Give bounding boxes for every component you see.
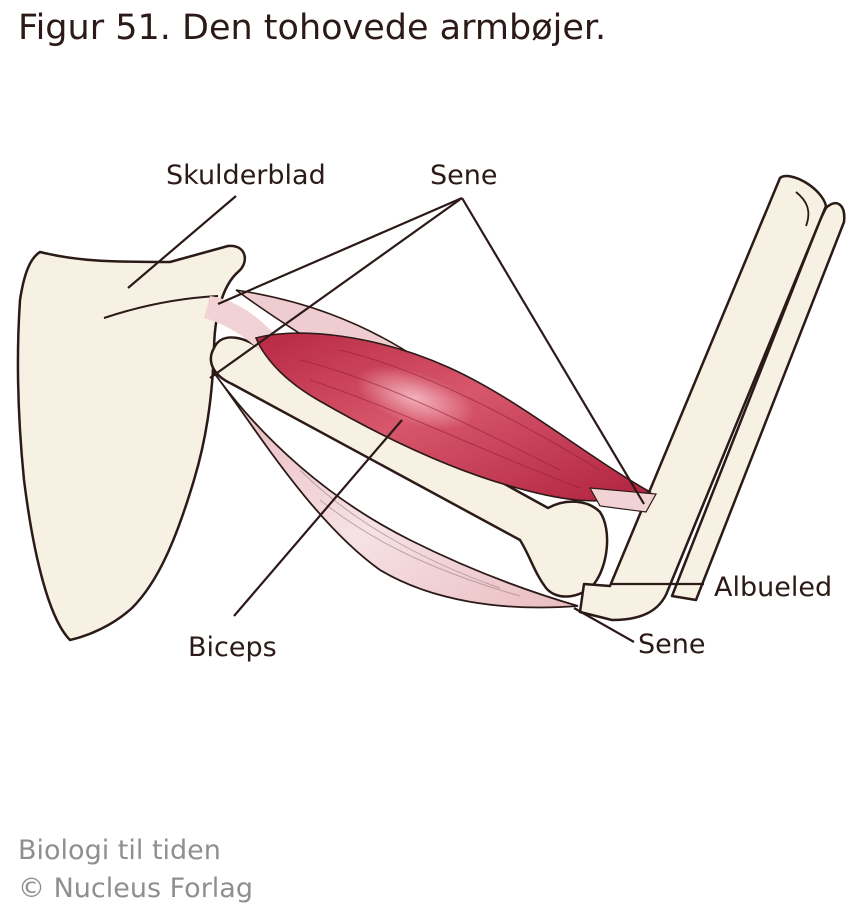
leader-biceps [233,419,403,617]
label-tendon-top: Sene [430,160,497,191]
label-elbow: Albueled [714,572,832,603]
leader-sene-2 [209,197,463,379]
leader-sene-3 [461,197,645,505]
leader-scapula [127,195,237,289]
leader-sene-1 [217,196,463,306]
leader-lines [127,195,704,643]
elbow-tendon [588,487,657,513]
scapula-bone [16,244,247,642]
biceps-fibers [299,349,601,489]
credit-book: Biologi til tiden [18,835,221,866]
leader-sene-bottom [573,607,635,643]
figure-title: Figur 51. Den tohovede armbøjer. [18,8,607,48]
forearm-bone-front [578,174,828,622]
credit-copyright: © Nucleus Forlag [18,873,253,904]
lower-muscle-fibers [299,469,521,597]
lower-muscle [211,369,579,609]
label-biceps: Biceps [188,632,277,663]
forearm-groove [795,191,810,227]
scapula-ridge [103,295,219,319]
label-tendon-bottom: Sene [638,629,705,660]
forearm-bone-back [670,202,846,602]
label-scapula: Skulderblad [166,160,326,191]
